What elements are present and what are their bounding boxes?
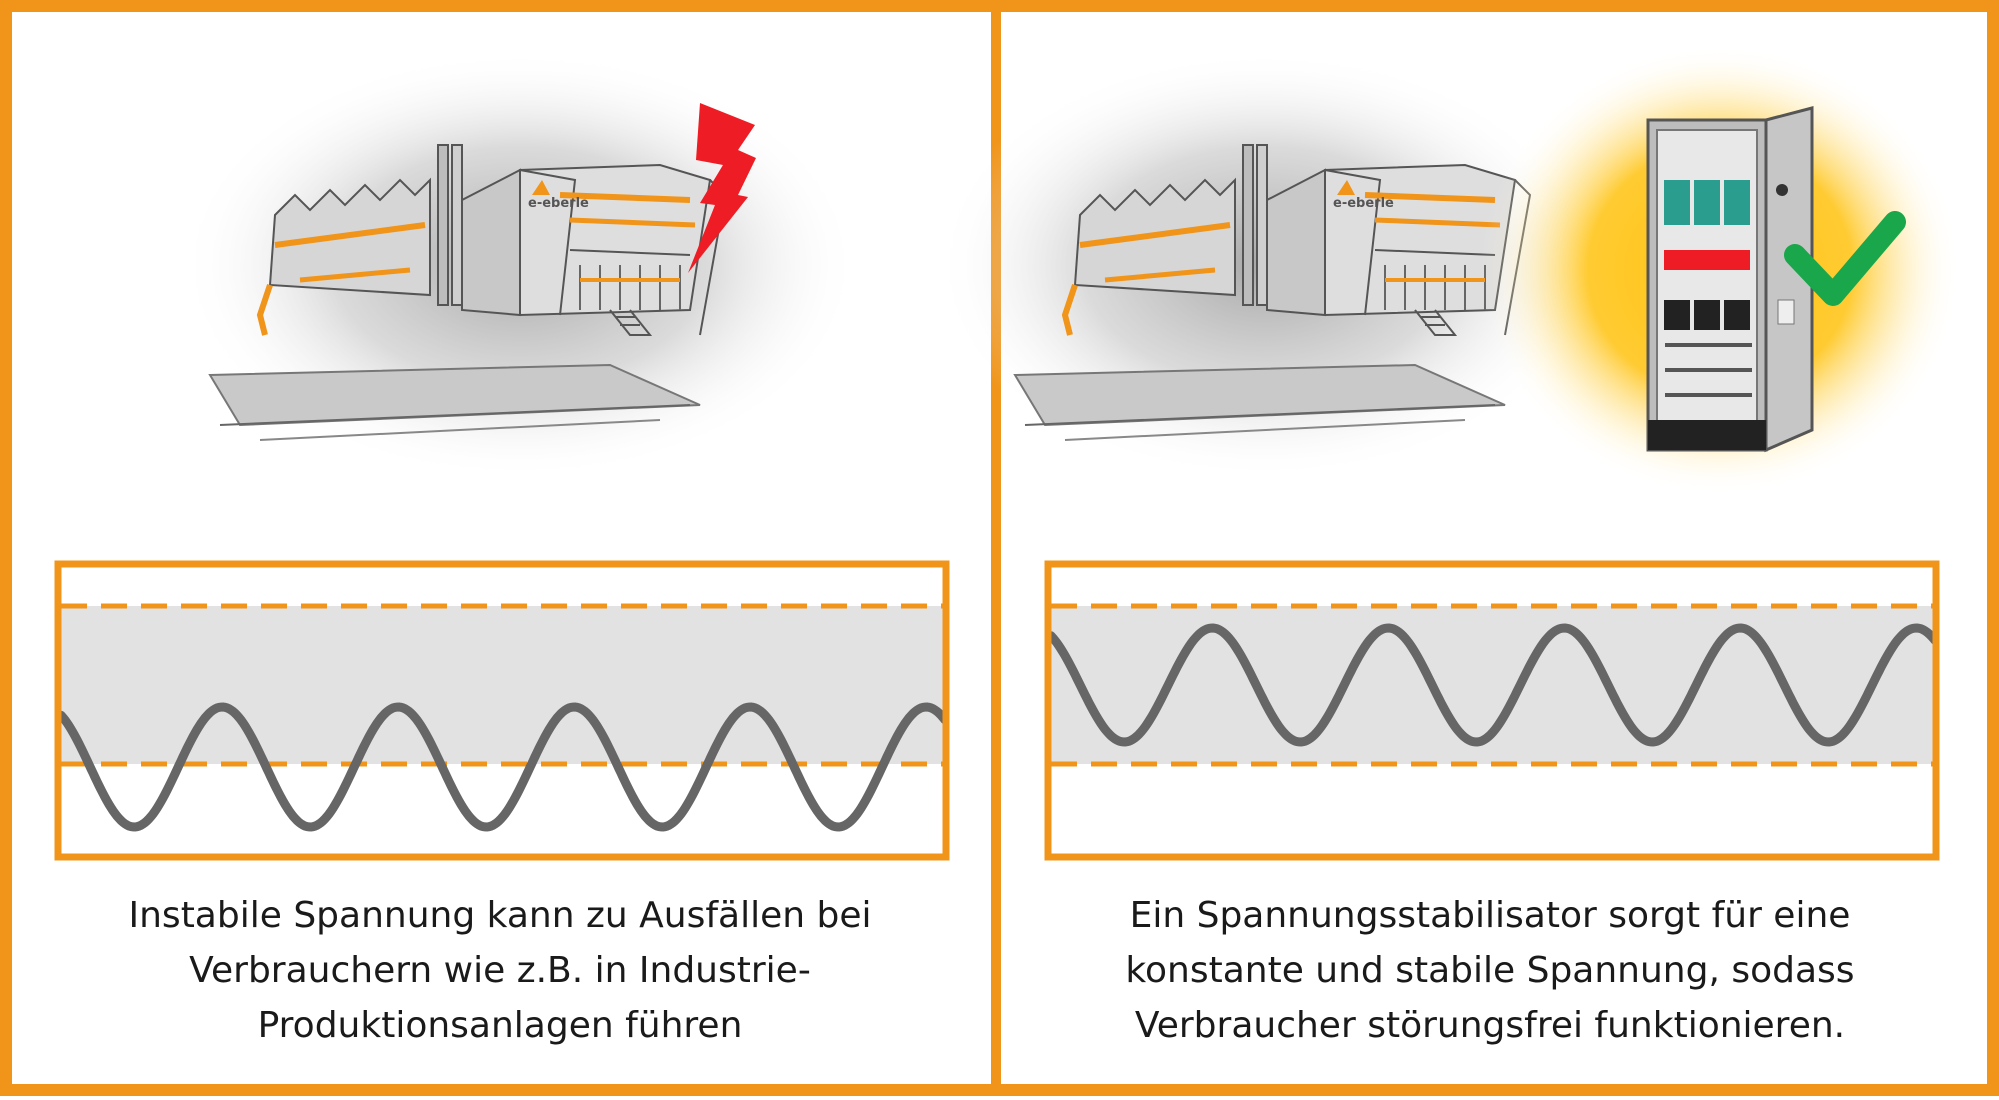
left-voltage-diagram <box>54 560 950 861</box>
unstable-voltage-wave <box>61 702 945 832</box>
caption-line: Verbrauchern wie z.B. in Industrie- <box>189 950 811 991</box>
caption-line: Instabile Spannung kann zu Ausfällen bei <box>128 895 872 936</box>
building-logo-text: e-eberle <box>1333 196 1394 211</box>
diagram-frame <box>54 560 950 861</box>
lightning-bolt-icon <box>688 103 756 273</box>
factory-building-illustration: e-eberle <box>1015 145 1530 440</box>
diagram-frame <box>1044 560 1940 861</box>
right-illustration: e-eberle <box>935 45 1960 495</box>
caption-line: Verbraucher störungsfrei funktionieren. <box>1134 1005 1846 1046</box>
tolerance-band <box>61 606 945 764</box>
left-caption: Instabile Spannung kann zu Ausfällen bei… <box>60 888 940 1053</box>
caption-line: Ein Spannungsstabilisator sorgt für eine <box>1129 895 1851 936</box>
caption-line: konstante und stabile Spannung, sodass <box>1125 950 1855 991</box>
stable-voltage-wave <box>1051 623 1935 747</box>
factory-building-illustration: e-eberle <box>210 145 725 440</box>
control-cabinet-illustration <box>1646 106 1814 453</box>
checkmark-icon <box>1784 211 1906 306</box>
right-voltage-diagram <box>1044 560 1940 861</box>
caption-line: Produktionsanlagen führen <box>257 1005 743 1046</box>
building-logo-text: e-eberle <box>528 196 589 211</box>
tolerance-band <box>1051 606 1935 764</box>
left-illustration: e-eberle <box>180 50 860 480</box>
right-caption: Ein Spannungsstabilisator sorgt für eine… <box>1040 888 1940 1053</box>
